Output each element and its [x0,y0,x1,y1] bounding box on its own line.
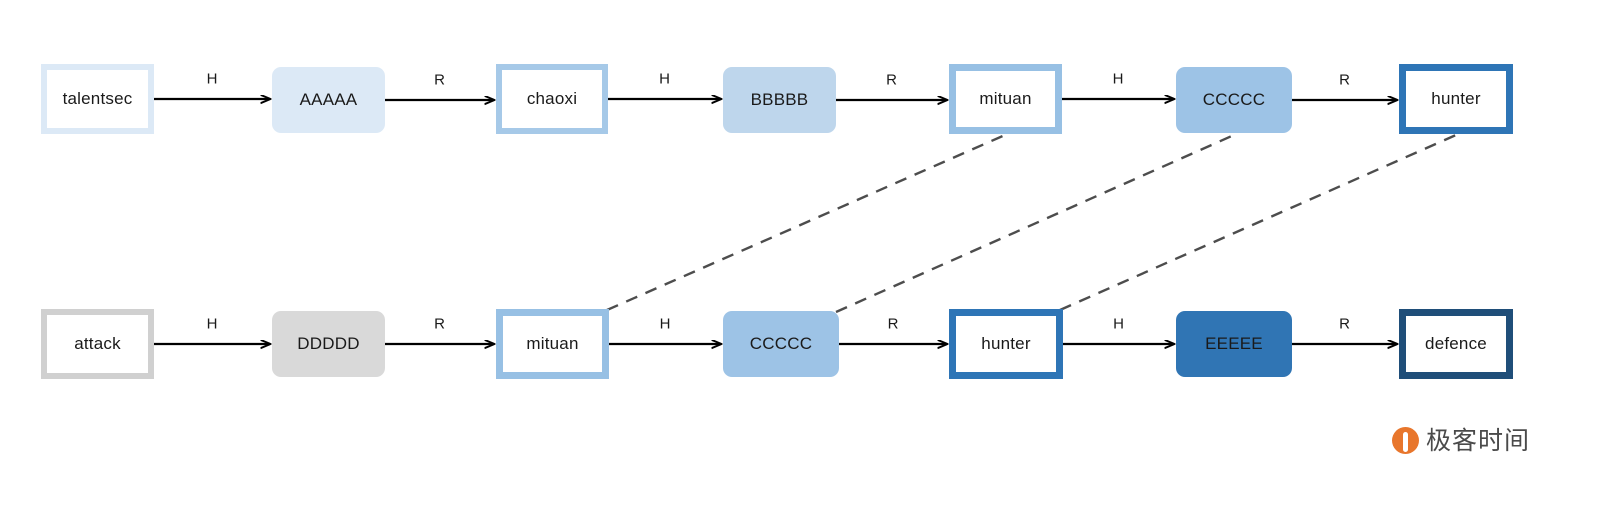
node-label: DDDDD [297,334,360,353]
node-ddddd-b2[interactable]: DDDDD [272,311,385,377]
node-talentsec-t1[interactable]: talentsec [41,64,154,134]
node-eeeee-b6[interactable]: EEEEE [1176,311,1292,377]
node-label: CCCCC [749,334,813,353]
edge-label-t3-t4: H [659,70,670,88]
node-ccccc-b4[interactable]: CCCCC [723,311,839,377]
node-label: attack [74,334,121,353]
node-label: chaoxi [526,89,578,108]
node-label: mituan [979,89,1032,108]
edge-label-t4-t5: R [886,71,897,89]
node-aaaaa-t2[interactable]: AAAAA [272,67,385,133]
node-attack-b1[interactable]: attack [41,309,154,379]
node-label: CCCCC [1202,90,1266,109]
edge-label-b3-b4: H [659,315,671,333]
node-mituan-b3[interactable]: mituan [496,309,609,379]
edge-label-t2-t3: R [434,71,445,89]
edge-label-b2-b3: R [434,315,445,333]
node-label: AAAAA [299,90,358,109]
node-label: defence [1425,334,1487,353]
node-label: EEEEE [1205,334,1263,353]
node-label: hunter [1431,89,1481,108]
node-label: talentsec [62,89,133,108]
node-hunter-t7[interactable]: hunter [1399,64,1513,134]
edge-label-t6-t7: R [1339,71,1350,89]
node-label: hunter [981,334,1031,353]
node-mituan-t5[interactable]: mituan [949,64,1062,134]
geektime-logo-text: 极客时间 [1426,426,1531,455]
edge-label-b1-b2: H [206,315,218,333]
node-chaoxi-t3[interactable]: chaoxi [496,64,608,134]
edge-label-t5-t6: H [1112,70,1124,88]
edge-label-b6-b7: R [1339,315,1350,333]
node-defence-b7[interactable]: defence [1399,309,1513,379]
edge-label-t1-t2: H [206,70,218,88]
edge-label-b5-b6: H [1113,315,1124,333]
node-label: BBBBB [750,90,809,109]
geektime-logo: 极客时间 [1392,427,1530,454]
edge-label-b4-b5: R [887,315,899,333]
node-hunter-b5[interactable]: hunter [949,309,1063,379]
node-ccccc-t6[interactable]: CCCCC [1176,67,1292,133]
geektime-logo-icon [1392,427,1419,454]
node-bbbbb-t4[interactable]: BBBBB [723,67,836,133]
node-label: mituan [526,334,579,353]
